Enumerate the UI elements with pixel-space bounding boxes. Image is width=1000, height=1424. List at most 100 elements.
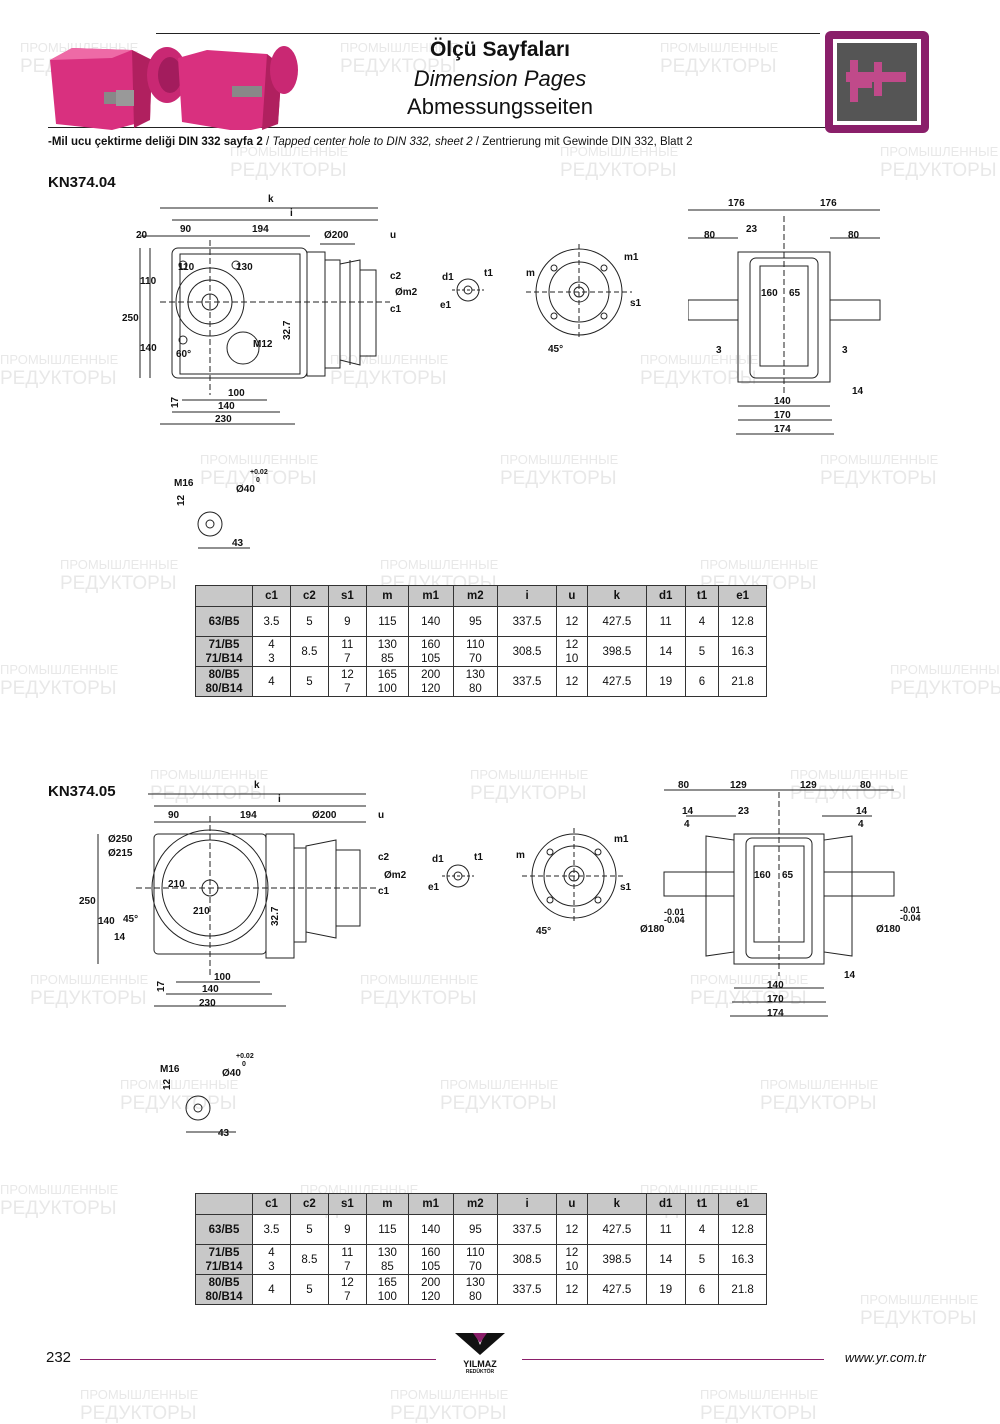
cell-a: 165 [377,1276,397,1289]
dim-43: 43 [218,1128,230,1139]
yilmaz-logo-mark [455,1333,505,1355]
col-s1: s1 [327,1193,367,1215]
dim-20: 20 [136,230,148,241]
dim-194: 194 [252,224,269,235]
side-dim-o180a: Ø180 [640,924,665,935]
angle-45: 45° [536,926,551,937]
cell: 12 [555,606,588,637]
col-k: k [586,1193,647,1215]
dim-90: 90 [180,224,192,235]
caliper-icon [825,31,929,133]
dimension-table-kn374-05: c1 c2 s1 m m1 m2 i u k d1 t1 e1 63/B5 3.… [195,1193,767,1305]
cell: 16.3 [718,636,767,667]
cell: 5 [289,606,329,637]
tol-1b: -0.04 [664,915,685,925]
cell-a: 11 [341,638,354,651]
dim-t1: t1 [474,852,483,863]
col-d1: d1 [645,1193,686,1215]
dim-250: 250 [122,313,139,324]
col-e1: e1 [718,1193,767,1215]
thread-m16: M16 [160,1064,180,1075]
watermark-line-1: ПРОМЫШЛЕННЫЕ [150,767,269,782]
dim-100: 100 [214,972,231,983]
note-tr: -Mil ucu çektirme deliği DIN 332 sayfa 2 [48,136,263,148]
side-dim-174: 174 [774,424,791,435]
cell-b: 10 [565,1260,579,1273]
cell-b: 120 [421,682,441,695]
dim-o200: Ø200 [312,810,337,821]
watermark-line-1: ПРОМЫШЛЕННЫЕ [760,1077,879,1092]
watermark-line-1: ПРОМЫШЛЕННЫЕ [640,352,759,367]
side-dim-80b: 80 [848,230,860,241]
cell: 19 [645,1274,686,1305]
product-photo-right [178,46,298,130]
watermark-line-1: ПРОМЫШЛЕННЫЕ [0,1182,119,1197]
side-dim-4b: 4 [858,819,864,830]
cell: 5 [289,666,329,697]
table-corner [195,585,253,607]
dim-17: 17 [156,980,167,992]
dim-14b: 14 [114,932,126,943]
col-t1: t1 [684,585,720,607]
output-shaft-detail-kn374-04: M16 Ø40 +0.02 0 12 43 [174,469,268,549]
cell: 21.8 [718,666,767,697]
logo-sub: REDÜKTÖR [465,1369,495,1375]
cell: 12 [555,1274,588,1305]
row-label-1: 71/B5 [208,1246,240,1259]
side-dim-14b: 14 [856,806,868,817]
watermark-line-1: ПРОМЫШЛЕННЫЕ [230,144,349,159]
watermark-line-2: РЕДУКТОРЫ [640,368,757,389]
cell: 115 [365,606,409,637]
col-m2: m2 [452,585,499,607]
side-dim-160: 160 [761,288,778,299]
side-dim-14a: 14 [682,806,694,817]
cell: 5 [684,1244,720,1275]
side-dim-129a: 129 [730,780,747,791]
col-t1: t1 [684,1193,720,1215]
model-kn374-04: KN374.04 [48,174,116,191]
dim-c2: c2 [378,852,390,863]
angle-45b: 45° [123,914,138,925]
watermark-line-1: ПРОМЫШЛЕННЫЕ [560,144,679,159]
row-label-1: 71/B5 [208,638,240,651]
watermark-line-2: РЕДУКТОРЫ [360,988,477,1009]
shaft-end-detail-kn374-05: d1 t1 e1 [428,852,483,893]
watermark-line-1: ПРОМЫШЛЕННЫЕ [0,662,119,677]
cell: 21.8 [718,1274,767,1305]
side-dim-65: 65 [782,870,794,881]
cell: 140 [407,606,454,637]
watermark-line-1: ПРОМЫШЛЕННЫЕ [660,40,779,55]
dim-o215: Ø215 [108,848,133,859]
watermark-line-2: РЕДУКТОРЫ [440,1093,557,1114]
watermark-line-1: ПРОМЫШЛЕННЫЕ [60,557,179,572]
col-i: i [497,585,557,607]
side-dim-170: 170 [774,410,791,421]
website-link[interactable]: www.yr.com.tr [844,1350,926,1365]
col-d1: d1 [645,585,686,607]
cell: 427.5 [586,1274,647,1305]
dim-i: i [290,208,293,219]
dim-12: 12 [162,1078,173,1090]
page-title-de: Abmessungsseiten [407,94,593,119]
cell: 12.8 [718,1214,767,1245]
center-hole-note: -Mil ucu çektirme deliği DIN 332 sayfa 2… [48,136,693,148]
watermark-line-2: РЕДУКТОРЫ [860,1308,977,1329]
dim-c1: c1 [390,304,402,315]
dim-s1: s1 [620,882,632,893]
col-u: u [555,585,588,607]
watermark-line-2: РЕДУКТОРЫ [470,783,587,804]
model-kn374-05: KN374.05 [48,783,116,800]
